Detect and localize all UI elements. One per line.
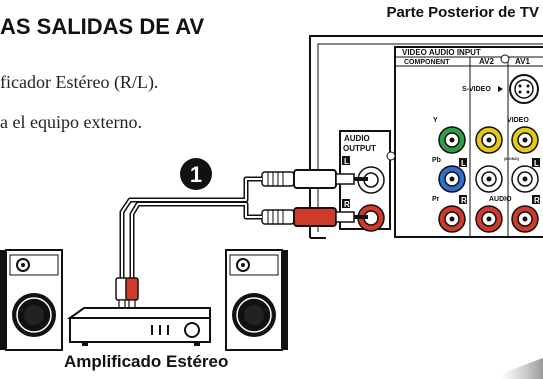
tv-indicator-dot <box>500 54 510 64</box>
tv-header-av2: AV2 <box>479 57 495 66</box>
amplifier-label: Amplificado Estéreo <box>64 352 229 371</box>
instructions-heading: AS SALIDAS DE AV <box>0 14 205 39</box>
audio-output-l-tag: L <box>344 157 349 166</box>
av1-audio-r-jack[interactable] <box>511 205 539 233</box>
tv-av1-l-tag: L <box>534 159 539 168</box>
tv-video-label: VIDEO <box>507 117 529 124</box>
audio-output-label-1: AUDIO <box>344 134 370 143</box>
tv-header-component: COMPONENT <box>404 59 450 66</box>
tv-av1-r-tag: R <box>534 196 540 205</box>
audio-output-label-2: OUTPUT <box>343 144 376 153</box>
av2-audio-r-jack[interactable] <box>475 205 503 233</box>
tv-svideo-label: S-VIDEO <box>462 86 491 93</box>
step-number-badge: 1 <box>180 158 212 190</box>
rca-plug-white <box>261 169 368 189</box>
av2-video-jack[interactable] <box>475 126 503 154</box>
amplifier <box>66 307 211 346</box>
audio-output-r-tag: R <box>344 200 350 209</box>
speaker-right <box>225 249 288 351</box>
amp-volume-knob <box>184 322 200 338</box>
y-jack[interactable] <box>438 126 466 154</box>
tv-header-av1: AV1 <box>515 57 531 66</box>
tv-audio-label: AUDIO <box>489 196 512 203</box>
av1-audio-l-jack[interactable] <box>511 165 539 193</box>
page-shadow <box>500 358 543 379</box>
instructions-line-1: ficador Estéreo (R/L). <box>0 72 159 92</box>
tv-header-input: VIDEO AUDIO INPUT <box>402 48 481 57</box>
svg-text:1: 1 <box>190 162 202 187</box>
av2-audio-l-jack[interactable] <box>475 165 503 193</box>
tv-y-label: Y <box>433 117 438 124</box>
pr-jack[interactable] <box>438 205 466 233</box>
instructions-line-2: a el equipo externo. <box>0 112 142 132</box>
pb-jack[interactable] <box>438 165 466 193</box>
av1-video-jack[interactable] <box>511 126 539 154</box>
tv-av2-l-tag: L <box>461 159 466 168</box>
audio-output-r-jack[interactable] <box>357 204 385 232</box>
tv-back-label: Parte Posterior de TV <box>386 4 539 21</box>
amp-plug-red <box>125 277 139 311</box>
tv-back-panel: VIDEO AUDIO INPUT COMPONENT AV2 AV1 S-VI… <box>309 35 543 239</box>
tv-pb-label: Pb <box>432 157 441 164</box>
tv-mono-label: (MONO) <box>504 156 520 161</box>
speaker-left <box>0 249 63 351</box>
tv-av2-r-tag: R <box>461 196 467 205</box>
tv-pr-label: Pr <box>432 196 440 203</box>
